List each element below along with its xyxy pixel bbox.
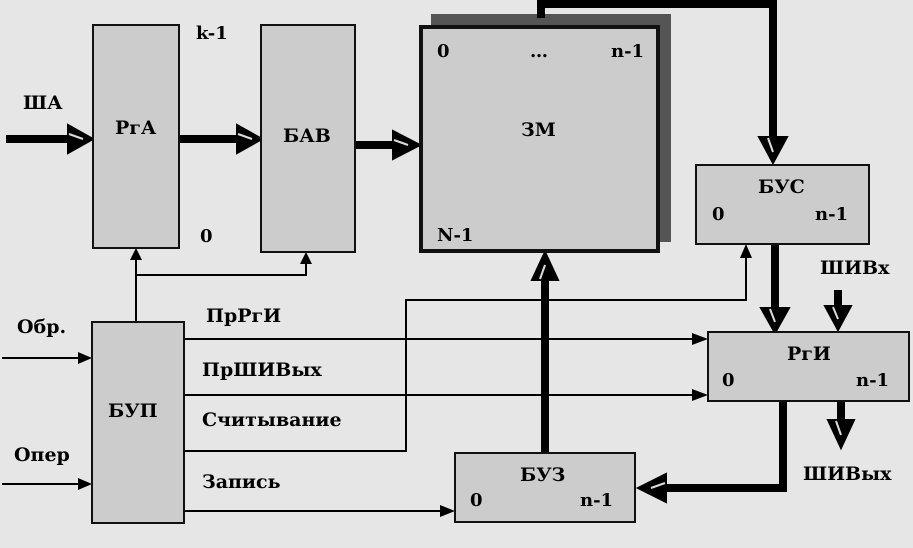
prshivyh-arrowhead <box>692 389 708 401</box>
rgi-block <box>707 331 910 402</box>
rgi-label: РгИ <box>787 343 831 365</box>
zm-block <box>419 25 660 253</box>
bus-bit-end: n-1 <box>815 204 849 225</box>
zm-col-start: 0 <box>437 41 450 62</box>
bus-bit-start: 0 <box>712 204 725 225</box>
zm-label: ЗМ <box>521 119 556 141</box>
shivyh-arrowhead-highlight <box>835 420 842 436</box>
rga-block <box>92 24 180 249</box>
zapis-arrowhead <box>440 505 455 517</box>
thick-buses <box>6 0 845 492</box>
rga-bottom-arrowhead <box>130 248 142 260</box>
bup-block <box>91 321 185 524</box>
zm-bus-arrowhead-highlight <box>767 137 774 153</box>
buz-bit-end: n-1 <box>580 490 614 511</box>
zm-col-end: n-1 <box>611 41 645 62</box>
prrgi-arrowhead <box>692 333 708 345</box>
bav-bottom-arrowhead <box>300 252 312 264</box>
address-low-bit-label: 0 <box>200 226 213 247</box>
zm-row-end: N-1 <box>437 225 474 246</box>
rgi-buz-bus <box>666 401 787 492</box>
prrgi-label: ПрРгИ <box>206 305 282 327</box>
rgi-bit-end: n-1 <box>856 370 890 391</box>
bav-zm-arrowhead-highlight <box>393 139 409 146</box>
bus-label: БУС <box>758 176 805 198</box>
zm-bus-feedback <box>537 0 777 138</box>
rgi-bit-start: 0 <box>722 370 735 391</box>
schityvanie-line <box>184 256 747 452</box>
shivx-label: ШИВх <box>820 257 890 279</box>
buz-zm-arrowhead-highlight <box>539 264 546 280</box>
bup-label: БУП <box>108 400 158 422</box>
address-high-bit-label: k-1 <box>196 23 228 44</box>
buz-bit-start: 0 <box>470 490 483 511</box>
oper-label: Опер <box>14 444 70 466</box>
bav-block <box>260 24 356 253</box>
buz-block <box>454 452 636 523</box>
prshivyh-label: ПрШИВых <box>202 359 322 381</box>
sha-label: ША <box>23 92 63 114</box>
schityvanie-label: Считывание <box>202 409 342 431</box>
rga-label: РгА <box>115 117 157 139</box>
bus-block <box>695 164 870 245</box>
shivx-arrowhead-highlight <box>832 306 839 320</box>
obr-label: Обр. <box>17 316 67 338</box>
thin-arrowheads <box>78 244 752 517</box>
thin-lines <box>2 256 747 512</box>
buz-label: БУЗ <box>520 464 566 486</box>
rgi-buz-arrowhead-highlight <box>650 482 666 489</box>
bav-label: БАВ <box>283 125 331 147</box>
zm-col-dots: … <box>530 41 548 62</box>
sha-arrowhead-highlight <box>68 133 84 140</box>
bus-rgi-arrowhead-highlight <box>769 308 776 323</box>
obr-arrowhead <box>78 352 92 364</box>
zapis-label: Запись <box>202 471 281 493</box>
rga-bav-arrowhead-highlight <box>237 133 253 140</box>
arrowhead-highlights <box>68 133 842 489</box>
shivyh-label: ШИВых <box>803 463 892 485</box>
oper-arrowhead <box>78 478 92 490</box>
bav-feed-line <box>136 262 307 276</box>
bus-bottom-arrowhead <box>740 244 752 258</box>
